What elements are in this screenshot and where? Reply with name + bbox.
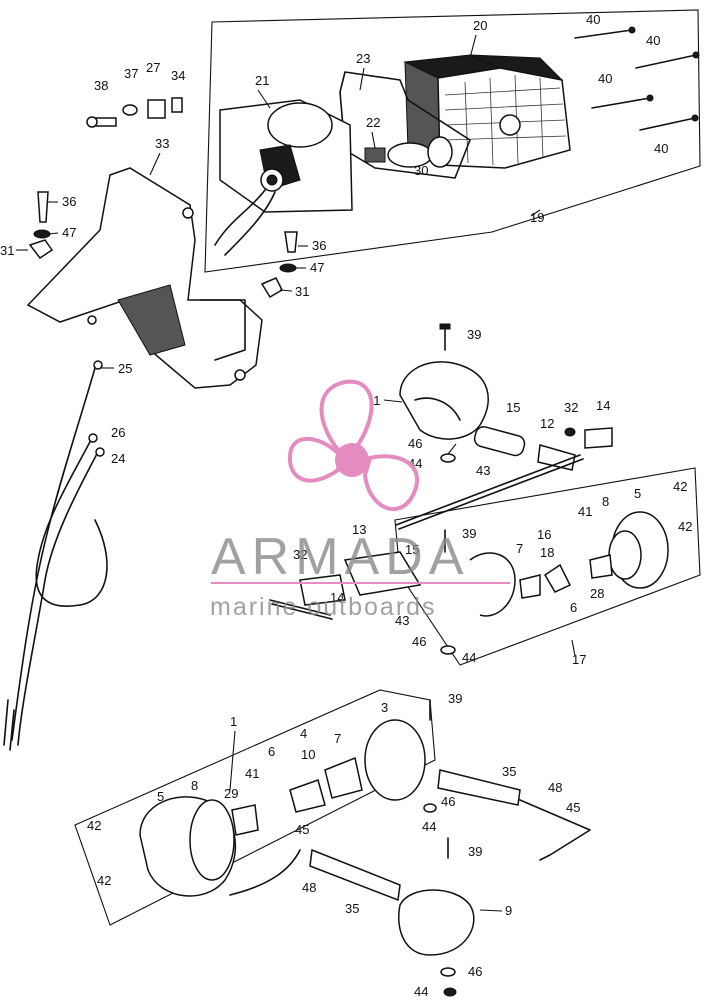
leader-lines xyxy=(16,34,576,912)
tail-lamp-assembly xyxy=(204,9,701,273)
part-label-46c: 46 xyxy=(441,794,455,809)
part-label-46b: 46 xyxy=(412,634,426,649)
part-label-9: 9 xyxy=(505,903,512,918)
part-label-42b: 42 xyxy=(678,519,692,534)
part-label-22: 22 xyxy=(366,115,380,130)
part-label-13: 13 xyxy=(352,522,366,537)
part-label-17: 17 xyxy=(572,652,586,667)
part-label-28: 28 xyxy=(590,586,604,601)
propeller-logo-icon xyxy=(287,379,420,512)
part-label-48a: 48 xyxy=(548,780,562,795)
part-label-36b: 36 xyxy=(312,238,326,253)
lamp-socket xyxy=(214,99,353,256)
part-label-16: 16 xyxy=(537,527,551,542)
part-label-5b: 5 xyxy=(157,789,164,804)
bracket-hardware xyxy=(28,97,298,299)
part-label-39c: 39 xyxy=(448,691,462,706)
part-label-37: 37 xyxy=(124,66,138,81)
part-label-15b: 15 xyxy=(405,542,419,557)
part-label-39d: 39 xyxy=(468,844,482,859)
part-label-31a: 31 xyxy=(0,243,14,258)
part-label-43b: 43 xyxy=(395,613,409,628)
watermark-brand: ARMADA xyxy=(211,528,469,586)
tail-bulb xyxy=(364,136,453,168)
part-label-46d: 46 xyxy=(468,964,482,979)
part-label-1: 1 xyxy=(230,714,237,729)
part-label-6a: 6 xyxy=(570,600,577,615)
part-label-8a: 8 xyxy=(602,494,609,509)
wiring-harness xyxy=(3,360,108,751)
part-label-4: 4 xyxy=(300,726,307,741)
part-label-40a: 40 xyxy=(586,12,600,27)
part-label-48b: 48 xyxy=(302,880,316,895)
part-label-45b: 45 xyxy=(295,822,309,837)
part-label-38: 38 xyxy=(94,78,108,93)
part-label-6b: 6 xyxy=(268,744,275,759)
part-label-21: 21 xyxy=(255,73,269,88)
part-label-26: 26 xyxy=(111,425,125,440)
left-turn-signal-assembly xyxy=(74,689,591,997)
watermark-tagline: marine outboards xyxy=(210,593,437,621)
part-label-45a: 45 xyxy=(566,800,580,815)
part-label-42a: 42 xyxy=(673,479,687,494)
right-turn-signal-assembly xyxy=(269,467,701,666)
part-label-47b: 47 xyxy=(310,260,324,275)
part-label-34: 34 xyxy=(171,68,185,83)
part-label-14b: 14 xyxy=(330,590,344,605)
part-label-8b: 8 xyxy=(191,778,198,793)
part-label-25: 25 xyxy=(118,361,132,376)
part-label-35b: 35 xyxy=(345,901,359,916)
part-label-36a: 36 xyxy=(62,194,76,209)
mounting-bracket xyxy=(26,167,263,389)
part-label-7b: 7 xyxy=(334,731,341,746)
armada-watermark: ARMADA marine outboards xyxy=(210,379,510,621)
part-label-29: 29 xyxy=(224,786,238,801)
part-label-44d: 44 xyxy=(414,984,428,999)
part-label-43a: 43 xyxy=(476,463,490,478)
part-label-39a: 39 xyxy=(467,327,481,342)
part-label-7a: 7 xyxy=(516,541,523,556)
part-label-42d: 42 xyxy=(97,873,111,888)
mounting-screws xyxy=(574,26,700,131)
part-label-12: 12 xyxy=(540,416,554,431)
part-label-10: 10 xyxy=(301,747,315,762)
tail-lamp-body xyxy=(403,54,571,169)
part-label-40b: 40 xyxy=(646,33,660,48)
part-label-41a: 41 xyxy=(578,504,592,519)
part-label-15a: 15 xyxy=(506,400,520,415)
part-label-42c: 42 xyxy=(87,818,101,833)
part-label-20: 20 xyxy=(473,18,487,33)
part-label-24: 24 xyxy=(111,451,125,466)
part-label-46a: 46 xyxy=(408,436,422,451)
part-label-44c: 44 xyxy=(422,819,436,834)
part-label-39b: 39 xyxy=(462,526,476,541)
part-label-3: 3 xyxy=(381,700,388,715)
part-label-31b: 31 xyxy=(295,284,309,299)
part-label-23: 23 xyxy=(356,51,370,66)
part-label-18: 18 xyxy=(540,545,554,560)
part-label-5a: 5 xyxy=(634,486,641,501)
part-label-47a: 47 xyxy=(62,225,76,240)
part-label-30: 30 xyxy=(414,163,428,178)
part-label-41b: 41 xyxy=(245,766,259,781)
part-number-callouts: 40 20 40 23 38 37 27 34 21 40 22 40 33 3… xyxy=(0,12,692,999)
part-label-44b: 44 xyxy=(462,650,476,665)
part-label-32a: 32 xyxy=(564,400,578,415)
upper-turn-signal xyxy=(395,323,613,530)
part-label-35a: 35 xyxy=(502,764,516,779)
part-label-27: 27 xyxy=(146,60,160,75)
part-label-40d: 40 xyxy=(654,141,668,156)
part-label-40c: 40 xyxy=(598,71,612,86)
part-label-33: 33 xyxy=(155,136,169,151)
part-label-14a: 14 xyxy=(596,398,610,413)
part-label-32b: 32 xyxy=(293,547,307,562)
